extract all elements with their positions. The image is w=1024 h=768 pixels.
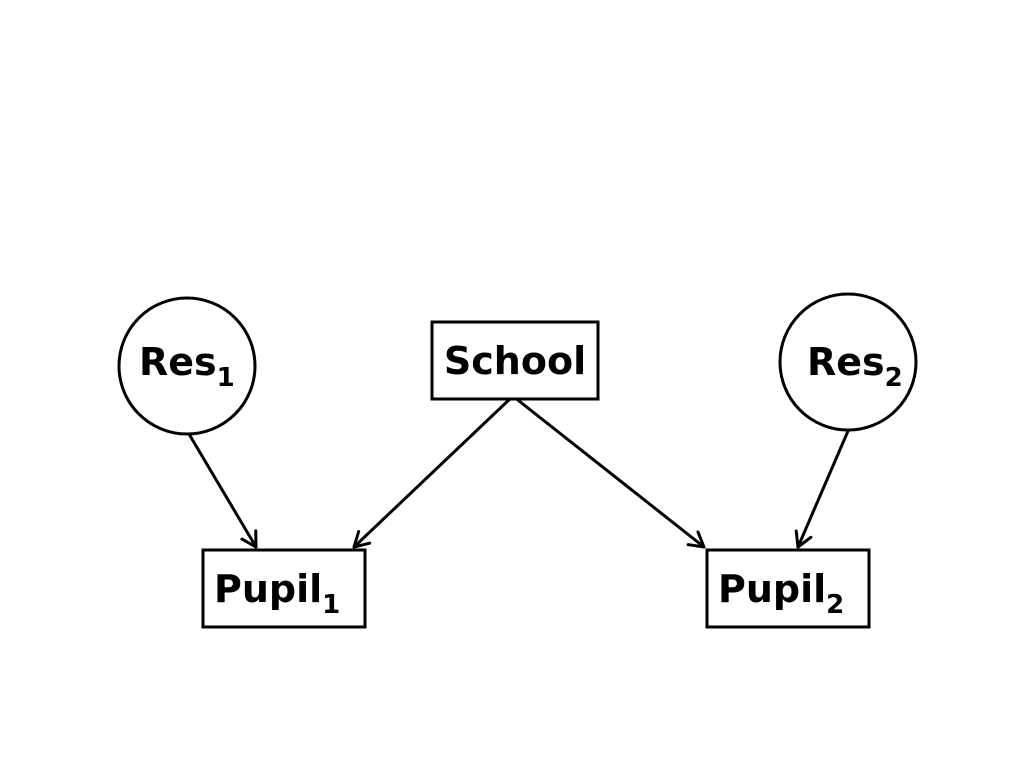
- node-res2: Res2: [778, 292, 918, 432]
- node-res1-subscript: 1: [217, 363, 235, 393]
- node-res2-subscript: 2: [885, 363, 903, 393]
- node-pupil2-box: [705, 548, 871, 629]
- node-res2-circle: [778, 292, 918, 432]
- node-res1: Res1: [117, 296, 257, 436]
- node-pupil2-label: Pupil2: [718, 567, 844, 620]
- edge-school-to-pupil1: [352, 395, 514, 549]
- node-school: School: [430, 320, 600, 401]
- node-pupil2-subscript: 2: [826, 590, 844, 620]
- edge-school-to-pupil2: [512, 395, 706, 549]
- node-school-box: [430, 320, 600, 401]
- node-pupil1-subscript: 1: [322, 590, 340, 620]
- node-pupil1-box: [201, 548, 367, 629]
- node-res1-label: Res1: [139, 340, 235, 393]
- node-res2-label: Res2: [807, 340, 903, 393]
- edge-res1-to-pupil1: [187, 432, 258, 549]
- node-pupil2: Pupil2: [705, 548, 871, 629]
- node-pupil1-label: Pupil1: [214, 567, 340, 620]
- node-pupil1: Pupil1: [201, 548, 367, 629]
- node-res1-circle: [117, 296, 257, 436]
- node-school-label: School: [444, 339, 586, 383]
- edge-res2-to-pupil2: [794, 429, 850, 549]
